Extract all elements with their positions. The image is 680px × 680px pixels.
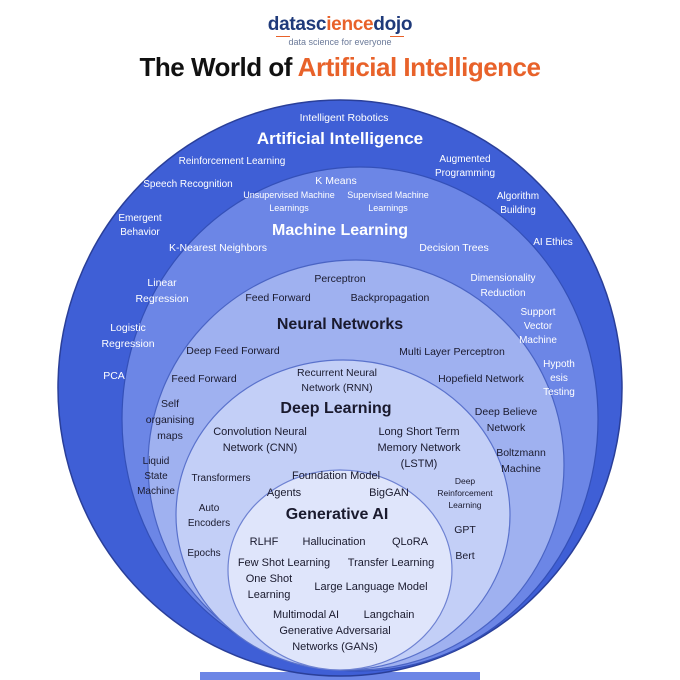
nn-item-deep-feed-forward: Deep Feed Forward [186,345,280,357]
genai-item-hallucination: Hallucination [303,536,366,548]
genai-item-rlhf: RLHF [250,536,279,548]
logo-wordmark: datasciencedojo [267,14,413,35]
layer-genai-heading: Generative AI [286,506,389,523]
ai-item-speech-recognition: Speech Recognition [143,179,233,190]
genai-item-transfer-learning: Transfer Learning [348,557,434,569]
layer-genai-circle [227,469,453,671]
nn-item-hopefield: Hopefield Network [438,373,525,385]
ml-item-knn: K-Nearest Neighbors [169,242,267,254]
nn-item-feed-forward: Feed Forward [171,373,237,385]
genai-item-qlora: QLoRA [392,536,429,548]
genai-item-langchain: Langchain [364,609,415,621]
layer-ai-heading: Artificial Intelligence [257,129,423,148]
genai-item-multimodal-ai: Multimodal AI [273,609,339,621]
nn-item-feed-forward-top: Feed Forward [245,292,311,304]
dl-item-epochs: Epochs [187,548,220,559]
nn-item-backpropagation: Backpropagation [351,292,430,304]
layer-dl-heading: Deep Learning [280,400,391,417]
layer-nn-heading: Neural Networks [277,316,403,333]
dl-item-transformers: Transformers [191,473,250,484]
dl-item-foundation-model: Foundation Model [292,470,380,482]
ml-item-decision-trees: Decision Trees [419,242,488,254]
dl-item-gpt: GPT [454,524,476,536]
dl-item-agents: Agents [267,487,302,499]
ml-item-k-means: K Means [315,175,356,187]
page-title: The World of Artificial Intelligence [139,52,541,82]
brand-logo: datasciencedojo data science for everyon… [0,14,680,47]
ai-item-ai-ethics: AI Ethics [533,237,572,248]
logo-rule-left [276,36,290,37]
layer-ml-heading: Machine Learning [272,222,408,239]
nn-item-perceptron: Perceptron [314,273,366,285]
genai-item-few-shot: Few Shot Learning [238,557,330,569]
dl-item-biggan: BigGAN [369,487,409,499]
ai-item-intelligent-robotics: Intelligent Robotics [300,112,389,124]
logo-tagline: data science for everyone [288,37,392,47]
genai-item-llm: Large Language Model [314,581,427,593]
dl-item-bert: Bert [455,550,474,562]
nn-item-mlp: Multi Layer Perceptron [399,346,505,358]
logo-rule-right [390,36,404,37]
ml-item-pca: PCA [103,370,125,382]
ai-item-reinforcement-learning: Reinforcement Learning [179,156,286,167]
